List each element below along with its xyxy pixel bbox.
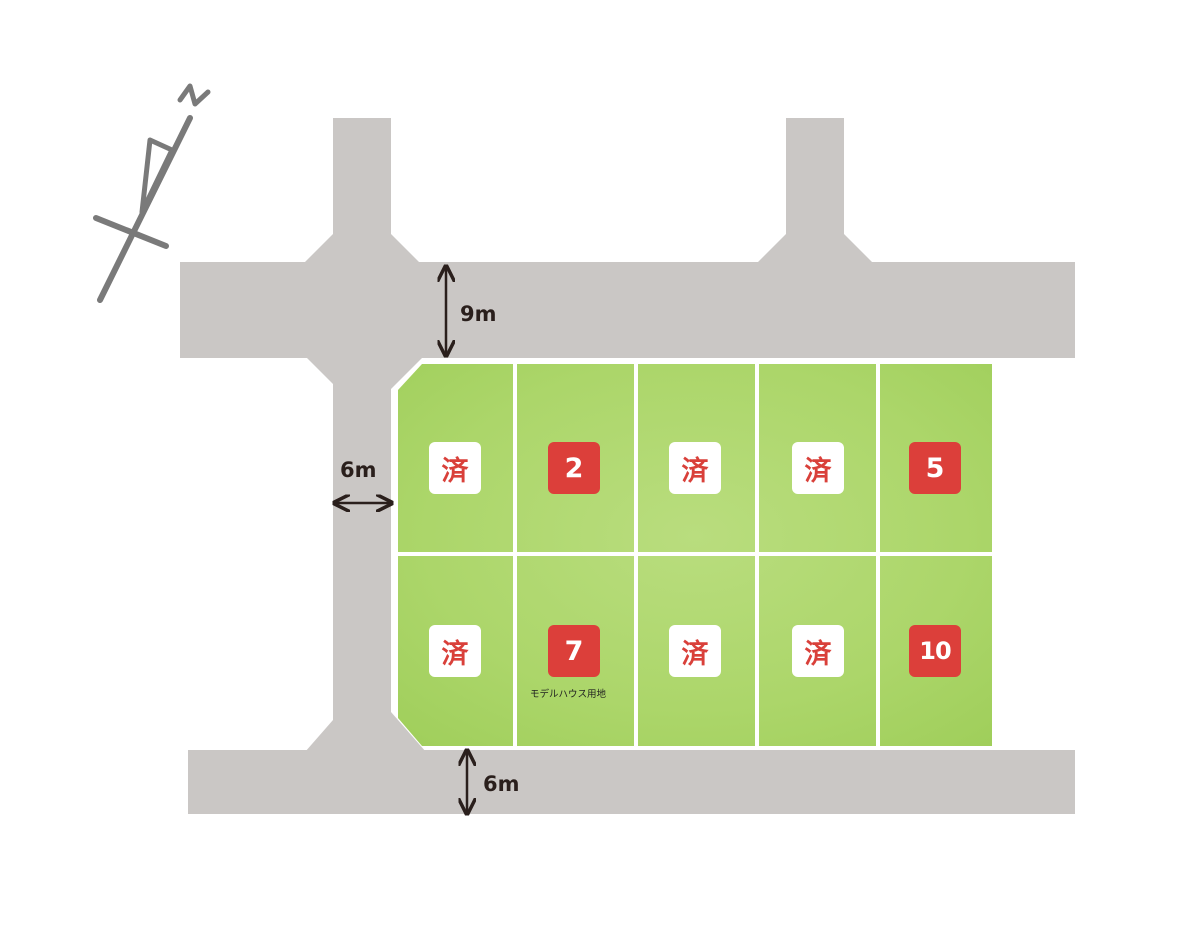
lot-2-label[interactable]: 2 [548,442,600,494]
north-road-width-label: 9m [460,302,497,326]
lot-5-label[interactable]: 5 [909,442,961,494]
lot-4-label[interactable]: 済 [792,442,844,494]
lot-block [398,364,992,746]
north-road [180,262,1075,358]
west-road-width-label: 6m [340,458,377,482]
south-road [188,750,1075,814]
lot-7-label[interactable]: 7 [548,625,600,677]
model-house-note: モデルハウス用地 [530,689,607,700]
lot-1-label[interactable]: 済 [429,442,481,494]
north-stub-right [786,118,844,268]
lot-3-label[interactable]: 済 [669,442,721,494]
north-stub-left-fillets [305,234,333,262]
north-stub-left [333,118,391,268]
lot-6-label[interactable]: 済 [429,625,481,677]
south-road-width-label: 6m [483,772,520,796]
lot-9-label[interactable]: 済 [792,625,844,677]
north-arrow-icon [93,83,211,303]
lot-10-label[interactable]: 10 [909,625,961,677]
dimension-arrows [336,268,467,812]
north-stub-right-fillets [758,234,786,262]
lot-8-label[interactable]: 済 [669,625,721,677]
roads [180,118,1075,814]
west-road [333,350,391,760]
